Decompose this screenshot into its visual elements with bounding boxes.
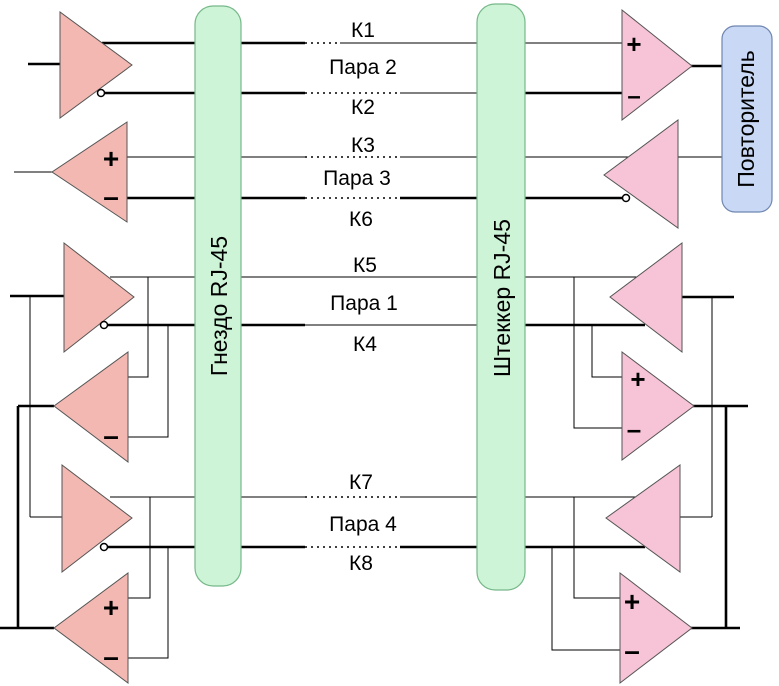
plus-sign: + <box>103 143 119 174</box>
plus-sign: + <box>630 364 645 394</box>
amp-right-pair4-rx <box>605 464 681 573</box>
amp-right-pair1-rx <box>609 242 683 354</box>
right-amplifiers <box>603 8 695 685</box>
pair-label-1: Пара 1 <box>330 292 398 315</box>
repeater-box: Повторитель <box>721 25 773 213</box>
wire-label-k1: К1 <box>351 19 375 42</box>
amp-left-pair1-tx <box>63 241 135 354</box>
pair-label-3: Пара 3 <box>323 167 391 190</box>
amp-left-pair4-tx <box>61 463 133 574</box>
polarity-signs: + – – + – + – + – + – <box>103 29 646 672</box>
wire-label-k5: К5 <box>353 254 377 277</box>
wire-label-k6: К6 <box>349 208 373 231</box>
minus-sign: – <box>103 641 119 672</box>
wire-label-k2: К2 <box>351 96 375 119</box>
rj45-plug: Штеккер RJ-45 <box>476 3 526 591</box>
amp-left-pair3 <box>51 121 128 223</box>
plug-label: Штеккер RJ-45 <box>489 219 515 377</box>
pair-label-4: Пара 4 <box>329 513 397 536</box>
wire-label-k7: К7 <box>349 471 373 494</box>
inverter-bubble <box>99 542 109 552</box>
inverter-bubble <box>96 88 106 98</box>
repeater-label: Повторитель <box>733 50 759 187</box>
amp-left-pair1-rx <box>53 351 129 464</box>
right-wiring <box>524 42 748 651</box>
amp-right-pair2 <box>621 8 693 122</box>
inverter-bubble <box>621 193 631 203</box>
cable-segments <box>240 42 478 549</box>
wire-labels: К1 Пара 2 К2 К3 Пара 3 К6 К5 Пара 1 К4 К… <box>323 19 398 575</box>
wire-label-k4: К4 <box>353 333 377 356</box>
pair-label-2: Пара 2 <box>329 56 397 79</box>
amp-right-pair1-tx <box>621 351 695 461</box>
amp-left-pair4-rx <box>53 572 129 684</box>
minus-sign: – <box>624 635 640 666</box>
amp-left-pair2 <box>59 11 133 119</box>
inverter-bubble <box>99 320 109 330</box>
jack-label: Гнездо RJ-45 <box>206 236 232 376</box>
plus-sign: + <box>626 29 641 59</box>
left-amplifiers <box>51 11 135 684</box>
minus-sign: – <box>627 414 641 444</box>
minus-sign: – <box>103 181 119 212</box>
minus-sign: – <box>627 83 640 110</box>
rj45-jack: Гнездо RJ-45 <box>194 5 242 587</box>
plus-sign: + <box>624 586 640 617</box>
plus-sign: + <box>103 592 119 623</box>
amp-right-pair4-tx <box>619 571 693 685</box>
left-wiring-bottom <box>0 276 305 659</box>
amp-right-pair3 <box>603 119 679 229</box>
wire-label-k3: К3 <box>351 134 375 157</box>
minus-sign: – <box>103 420 119 451</box>
wire-label-k8: К8 <box>349 552 373 575</box>
